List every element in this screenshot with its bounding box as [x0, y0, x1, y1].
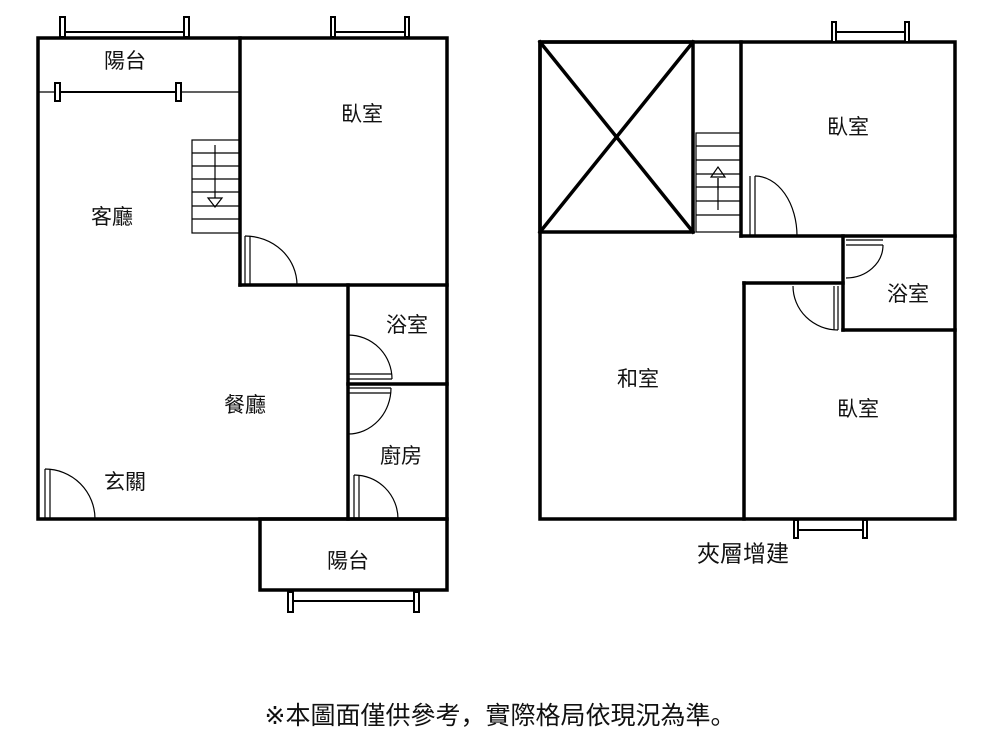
window	[59, 16, 190, 38]
label-bathroom: 浴室	[887, 282, 929, 306]
window	[831, 21, 910, 43]
door	[347, 334, 393, 380]
label-bedroom: 臥室	[837, 397, 879, 421]
window	[54, 82, 182, 102]
door	[353, 474, 399, 520]
window	[330, 16, 410, 38]
door	[244, 235, 298, 286]
label-balcony: 陽台	[104, 49, 146, 73]
door	[749, 175, 798, 237]
outer-wall	[36, 36, 449, 521]
open-void	[537, 39, 696, 235]
door	[792, 285, 839, 331]
outer-wall	[538, 40, 957, 521]
door	[347, 387, 392, 435]
stairs-up	[695, 132, 742, 233]
label-dining-room: 餐廳	[224, 393, 266, 417]
mezzanine-plan: 臥室 浴室 和室 臥室 夾層增建	[537, 21, 957, 568]
ground-floor-plan: 陽台 臥室 客廳 浴室 餐廳 廚房 玄關 陽台	[36, 16, 449, 613]
door	[845, 239, 884, 279]
window	[287, 591, 420, 613]
label-living-room: 客廳	[91, 205, 133, 229]
label-bedroom: 臥室	[341, 102, 383, 126]
disclaimer-note: ※本圖面僅供參考，實際格局依現況為準。	[264, 701, 736, 730]
label-entrance: 玄關	[104, 470, 146, 494]
label-bathroom: 浴室	[386, 313, 428, 337]
window	[793, 519, 868, 539]
label-kitchen: 廚房	[380, 444, 422, 468]
label-bedroom: 臥室	[827, 115, 869, 139]
mezzanine-caption: 夾層增建	[697, 542, 789, 568]
door	[44, 468, 96, 520]
label-tatami-room: 和室	[617, 367, 659, 391]
label-balcony: 陽台	[327, 549, 369, 573]
stairs-down	[191, 139, 241, 234]
